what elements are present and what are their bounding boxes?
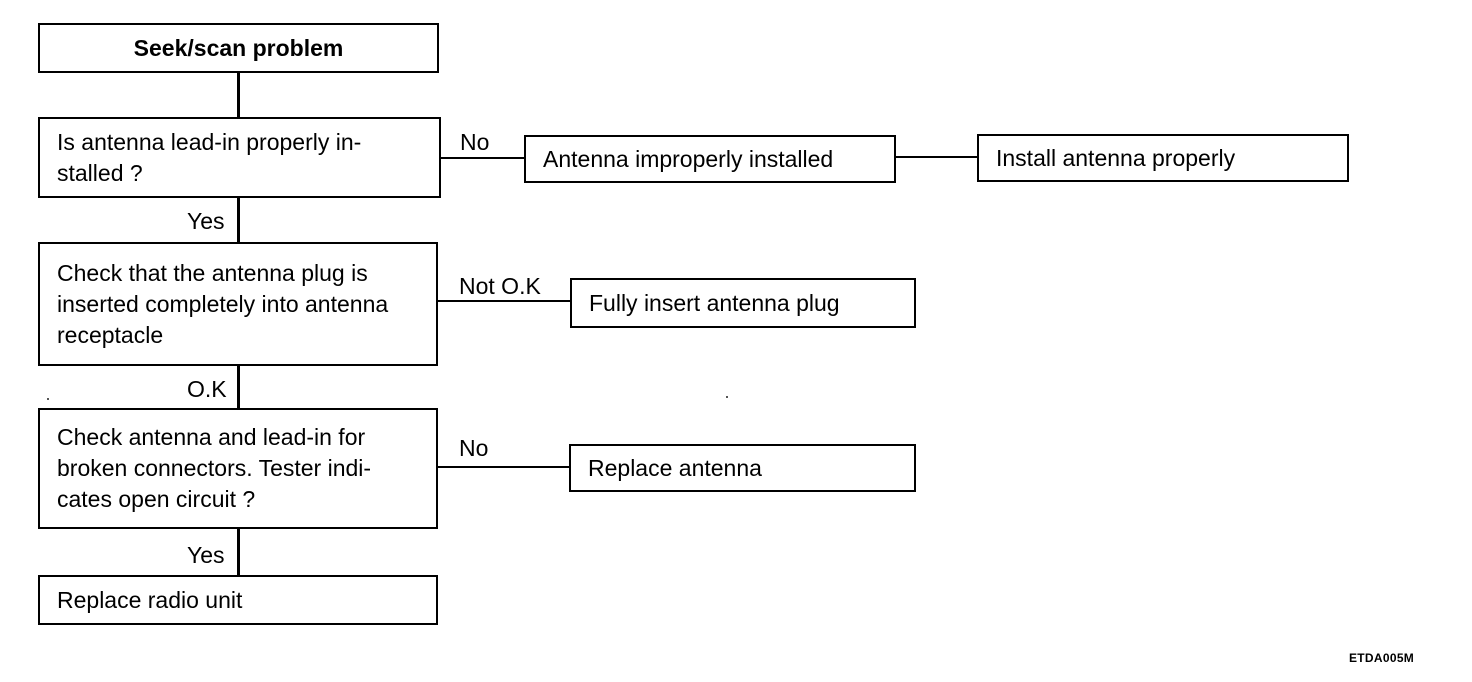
check-antenna-plug: Check that the antenna plug is inserted … [38,242,438,366]
edge-label-q3-no: No [459,435,489,461]
connector-q2-to-q3 [237,365,240,409]
start-box: Seek/scan problem [38,23,439,73]
edge-label-q1-yes: Yes [187,208,225,234]
action-replace-radio: Replace radio unit [38,575,438,625]
edge-label-q2-notok: Not O.K [459,273,541,299]
connector-q1-to-q2 [237,197,240,243]
connector-q3-no [437,466,570,468]
result-antenna-improper: Antenna improperly installed [524,135,896,183]
connector-q1-no [440,157,525,159]
edge-label-q2-ok: O.K [187,376,227,402]
scan-speck [47,398,49,400]
action-replace-antenna: Replace antenna [569,444,916,492]
connector-q2-notok [437,300,571,302]
connector-improper-to-install [895,156,978,158]
connector-q3-to-end [237,528,240,576]
edge-label-q1-no: No [460,129,490,155]
decision-antenna-lead-in: Is antenna lead-in properly in- stalled … [38,117,441,198]
action-install-antenna: Install antenna properly [977,134,1349,182]
connector-start-to-q1 [237,72,240,118]
action-insert-plug: Fully insert antenna plug [570,278,916,328]
edge-label-q3-yes: Yes [187,542,225,568]
scan-speck [726,396,728,398]
check-connectors: Check antenna and lead-in for broken con… [38,408,438,529]
figure-code: ETDA005M [1349,651,1415,665]
